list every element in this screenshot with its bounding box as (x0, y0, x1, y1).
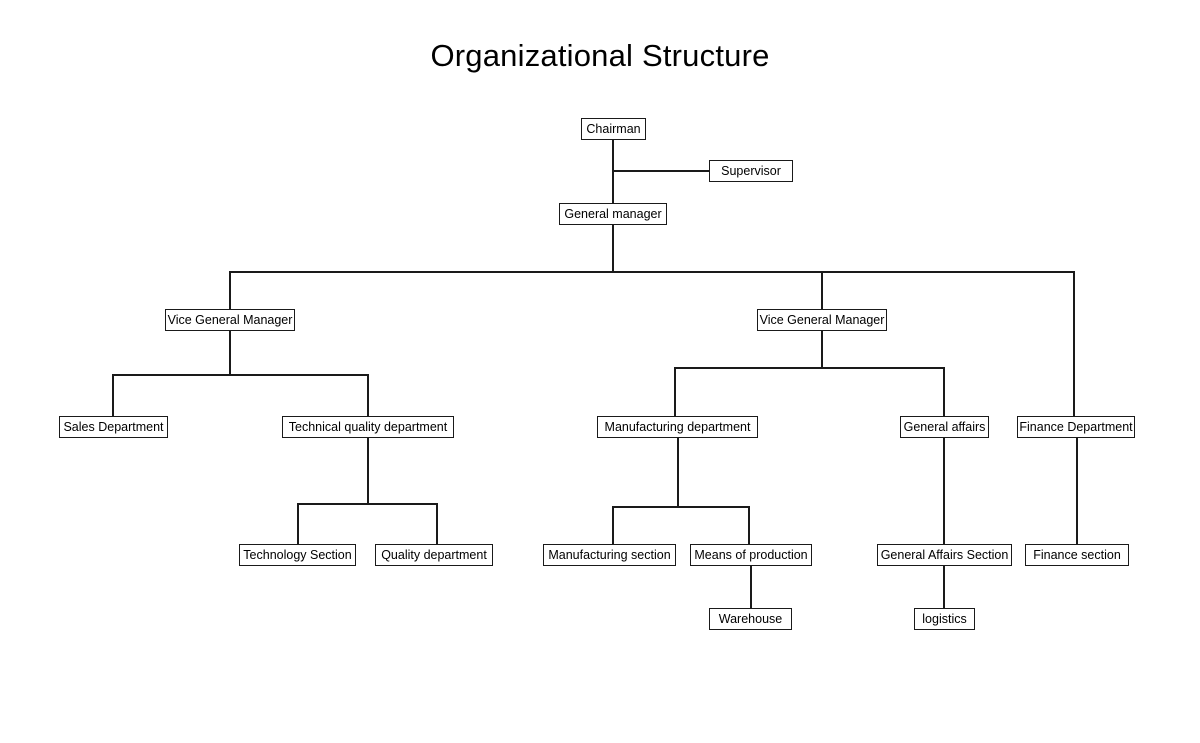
edge-drop-general-affairs (943, 367, 945, 418)
edge-technical-quality-stem (367, 438, 369, 504)
edge-general-manager-stem (612, 225, 614, 272)
edge-drop-means-of-production (748, 506, 750, 546)
node-general-affairs[interactable]: General affairs (900, 416, 989, 438)
edge-vgm-left-bus (112, 374, 369, 376)
edge-general-affairs-section-to-logistics (943, 566, 945, 610)
edge-bus-drop-vgm-left (229, 271, 231, 311)
node-finance-section[interactable]: Finance section (1025, 544, 1129, 566)
node-sales-department[interactable]: Sales Department (59, 416, 168, 438)
node-technical-quality-department[interactable]: Technical quality department (282, 416, 454, 438)
edge-vgm-right-stem (821, 331, 823, 368)
node-logistics[interactable]: logistics (914, 608, 975, 630)
edge-vgm-left-stem (229, 331, 231, 375)
node-finance-department[interactable]: Finance Department (1017, 416, 1135, 438)
edge-drop-quality-department (436, 503, 438, 546)
edge-technical-quality-bus (297, 503, 438, 505)
edge-bus-drop-vgm-right (821, 271, 823, 311)
edge-drop-technical-quality-department (367, 374, 369, 418)
node-supervisor[interactable]: Supervisor (709, 160, 793, 182)
node-quality-department[interactable]: Quality department (375, 544, 493, 566)
page-title: Organizational Structure (430, 38, 770, 73)
node-warehouse[interactable]: Warehouse (709, 608, 792, 630)
edge-drop-manufacturing-department (674, 367, 676, 418)
edge-finance-department-to-section (1076, 438, 1078, 546)
edge-general-affairs-to-section (943, 438, 945, 546)
edge-manufacturing-bus (612, 506, 749, 508)
edge-level3-bus (229, 271, 1074, 273)
edge-bus-drop-finance-department (1073, 271, 1075, 418)
node-technology-section[interactable]: Technology Section (239, 544, 356, 566)
node-manufacturing-section[interactable]: Manufacturing section (543, 544, 676, 566)
edge-drop-sales-department (112, 374, 114, 418)
node-vice-general-manager-right[interactable]: Vice General Manager (757, 309, 887, 331)
edge-manufacturing-stem (677, 438, 679, 507)
node-means-of-production[interactable]: Means of production (690, 544, 812, 566)
node-manufacturing-department[interactable]: Manufacturing department (597, 416, 758, 438)
node-general-affairs-section[interactable]: General Affairs Section (877, 544, 1012, 566)
node-vice-general-manager-left[interactable]: Vice General Manager (165, 309, 295, 331)
edge-drop-technology-section (297, 503, 299, 546)
node-general-manager[interactable]: General manager (559, 203, 667, 225)
edge-vgm-right-bus (674, 367, 944, 369)
node-chairman[interactable]: Chairman (581, 118, 646, 140)
edge-chairman-to-supervisor (612, 170, 710, 172)
edge-drop-manufacturing-section (612, 506, 614, 546)
edge-means-of-production-to-warehouse (750, 566, 752, 610)
